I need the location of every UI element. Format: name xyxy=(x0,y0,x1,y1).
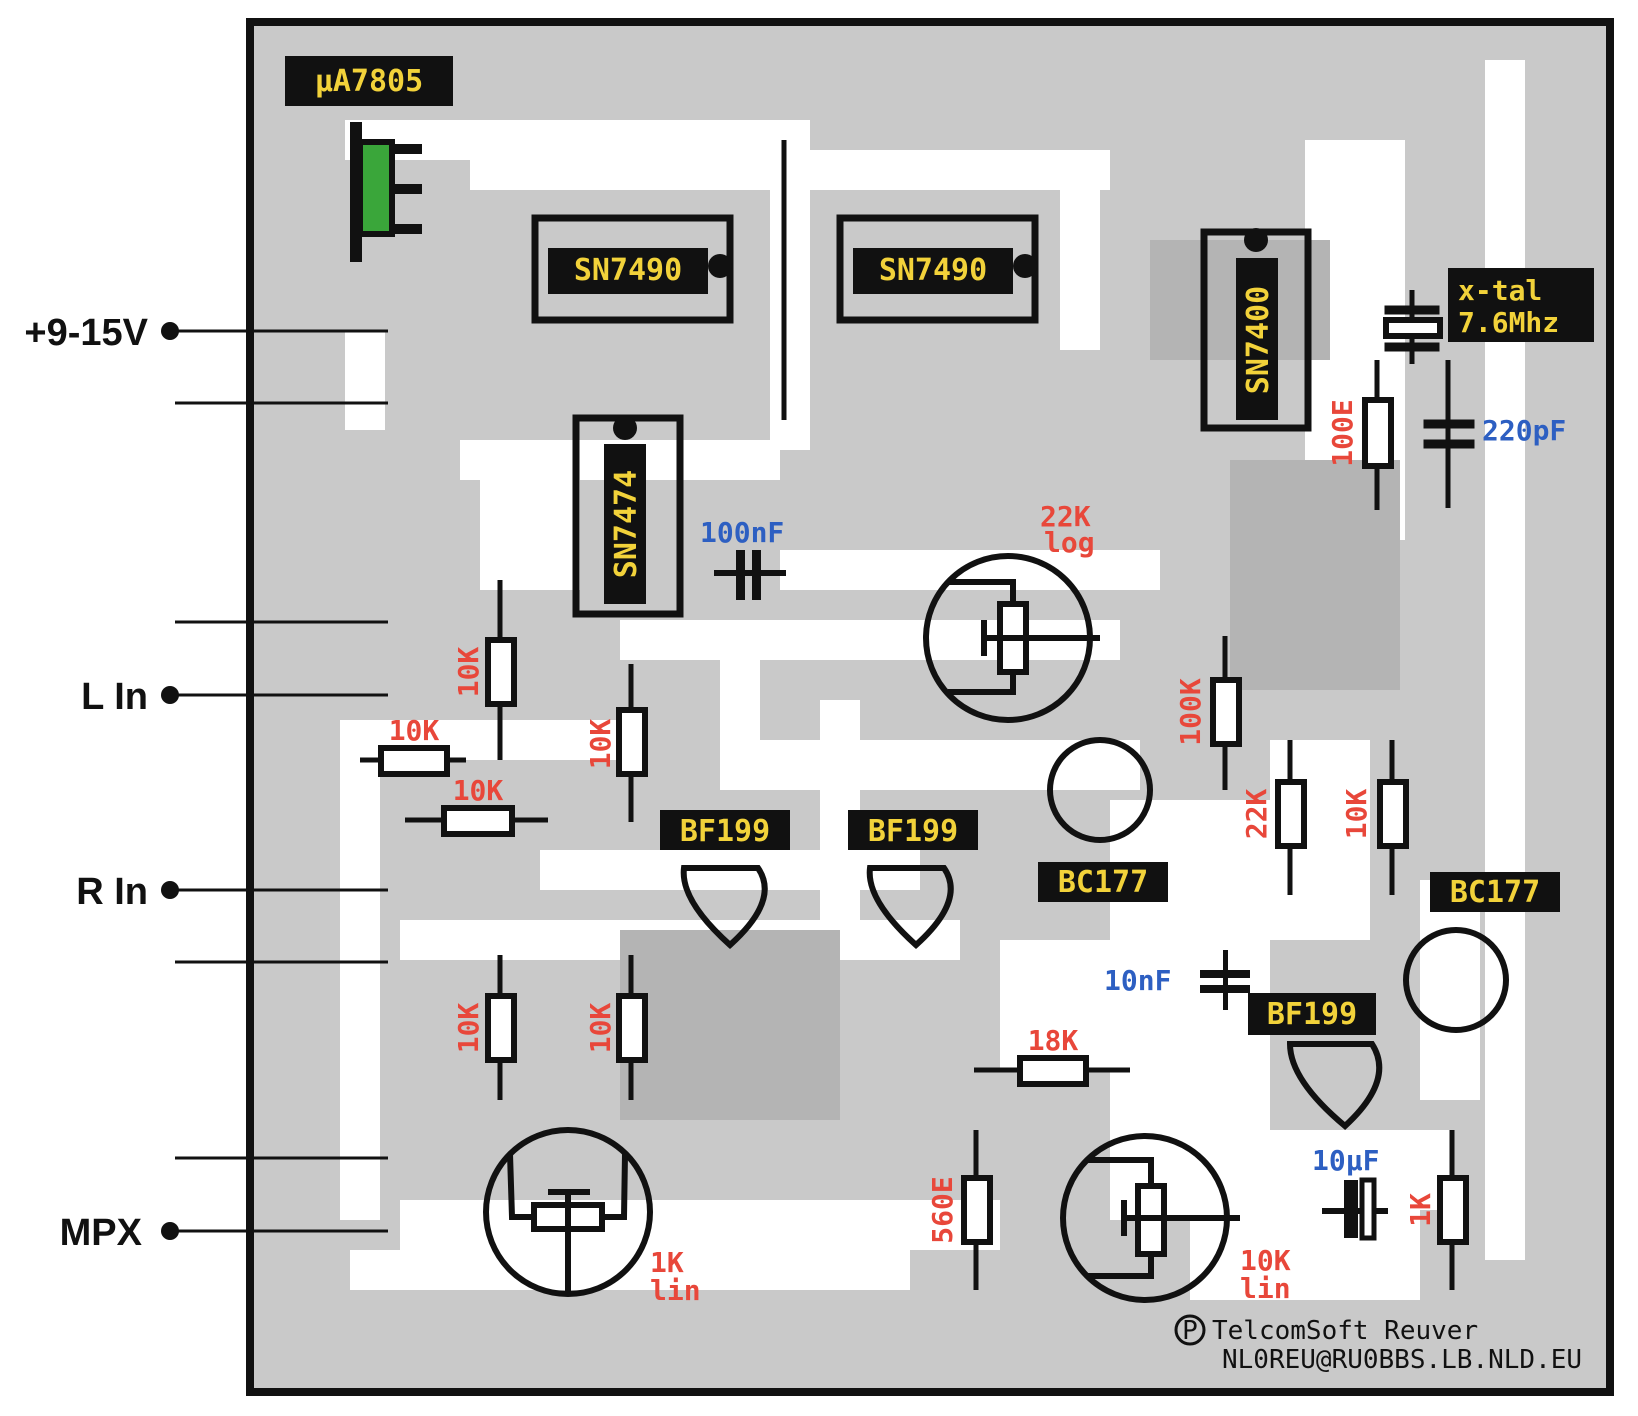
regulator-icon xyxy=(350,122,422,262)
bf199-a-label: BF199 xyxy=(680,814,770,849)
resistor-10k-g-label: 10K xyxy=(1340,789,1373,840)
transistor-bf199-c-icon[interactable] xyxy=(1286,1041,1383,1130)
resistor-100k-label: 100K xyxy=(1174,678,1207,746)
potentiometer-22k-log[interactable] xyxy=(923,553,1100,723)
resistor-10k-c-label: 10K xyxy=(389,714,440,747)
capacitor-220pf[interactable] xyxy=(1423,360,1475,508)
resistor-560e-label: 560E xyxy=(926,1176,959,1243)
resistor-560e[interactable] xyxy=(961,1130,993,1290)
capacitor-10nf[interactable] xyxy=(1200,950,1250,1010)
bf199-b-label: BF199 xyxy=(868,814,958,849)
resistor-10k-a-label: 10K xyxy=(452,647,485,698)
mpx-label: MPX xyxy=(60,1212,143,1254)
connector-lines xyxy=(170,329,388,1233)
capacitor-10uf[interactable] xyxy=(1322,1177,1388,1241)
transistor-bf199-b-icon[interactable] xyxy=(866,865,954,950)
bf199-a-label-bg xyxy=(660,810,790,850)
bc177-b-label-bg xyxy=(1430,872,1560,912)
resistor-10k-e[interactable] xyxy=(485,955,517,1100)
resistor-100e-label: 100E xyxy=(1326,399,1359,466)
bf199-c-label: BF199 xyxy=(1267,997,1357,1032)
resistor-22k[interactable] xyxy=(1275,740,1307,895)
resistor-10k-d[interactable] xyxy=(405,805,548,837)
crystal-label-line2: 7.6Mhz xyxy=(1458,306,1559,339)
ic-sn7400[interactable] xyxy=(1200,228,1312,432)
resistor-100e[interactable] xyxy=(1362,360,1394,510)
transistor-bc177-a-icon[interactable] xyxy=(1047,737,1153,843)
ic-sn7490-2-label: SN7490 xyxy=(879,253,987,288)
capacitor-220pf-label: 220pF xyxy=(1482,414,1566,447)
right-in-terminal-icon[interactable] xyxy=(161,881,179,899)
bc177-a-label: BC177 xyxy=(1058,865,1148,900)
resistor-10k-d-label: 10K xyxy=(453,774,504,807)
power-label: +9-15V xyxy=(24,312,148,354)
resistor-18k-label: 18K xyxy=(1028,1024,1079,1057)
pot-1k-type-label: lin xyxy=(650,1274,701,1307)
resistor-100k[interactable] xyxy=(1210,636,1242,790)
ic-sn7474-label: SN7474 xyxy=(609,470,644,578)
pot-1k-label: 1K xyxy=(650,1246,684,1279)
bf199-b-label-bg xyxy=(848,810,978,850)
copyright-symbol: P xyxy=(1182,1316,1198,1346)
resistor-10k-b[interactable] xyxy=(616,664,648,822)
crystal-icon xyxy=(1383,290,1443,364)
regulator-label: µA7805 xyxy=(315,64,423,99)
left-in-terminal-icon[interactable] xyxy=(161,686,179,704)
resistor-1k-label: 1K xyxy=(1404,1193,1437,1227)
ground-planes xyxy=(620,240,1400,1120)
copyright-symbol-icon xyxy=(1174,1314,1206,1346)
capacitor-100nf-label: 100nF xyxy=(700,516,784,549)
potentiometer-1k-lin[interactable] xyxy=(483,1127,653,1297)
transistor-bc177-b-icon[interactable] xyxy=(1403,927,1509,1033)
mpx-terminal-icon[interactable] xyxy=(161,1222,179,1240)
pot-22k-label: 22K xyxy=(1040,500,1091,533)
pot-10k-type-label: lin xyxy=(1240,1272,1291,1305)
resistor-10k-a[interactable] xyxy=(485,580,517,760)
ic-sn7400-label: SN7400 xyxy=(1241,286,1276,394)
regulator-label-bg xyxy=(285,56,453,106)
credits-line2: NL0REU@RU0BBS.LB.NLD.EU xyxy=(1222,1345,1582,1375)
right-in-label: R In xyxy=(76,871,148,913)
left-in-label: L In xyxy=(81,676,148,718)
resistor-10k-f-label: 10K xyxy=(584,1003,617,1054)
credits-line1: TelcomSoft Reuver xyxy=(1212,1316,1478,1346)
capacitor-100nf[interactable] xyxy=(714,550,786,600)
transistor-bf199-a-icon[interactable] xyxy=(680,865,768,950)
ic-sn7490-2[interactable] xyxy=(836,214,1039,324)
resistor-10k-e-label: 10K xyxy=(452,1003,485,1054)
ic-sn7490-1[interactable] xyxy=(531,214,734,324)
capacitor-10nf-label: 10nF xyxy=(1104,964,1171,997)
resistor-10k-c[interactable] xyxy=(360,745,466,777)
power-terminal-icon[interactable] xyxy=(161,322,179,340)
resistor-10k-f[interactable] xyxy=(616,955,648,1100)
resistor-10k-b-label: 10K xyxy=(584,719,617,770)
crystal-label-bg xyxy=(1448,268,1594,342)
resistor-18k[interactable] xyxy=(974,1055,1130,1087)
resistor-1k[interactable] xyxy=(1437,1130,1469,1290)
ic-sn7474[interactable] xyxy=(572,414,684,618)
resistor-22k-label: 22K xyxy=(1240,789,1273,840)
bf199-c-label-bg xyxy=(1248,993,1376,1035)
bc177-b-label: BC177 xyxy=(1450,875,1540,910)
potentiometer-10k-lin[interactable] xyxy=(1060,1133,1240,1303)
crystal-label-line1: x-tal xyxy=(1458,274,1542,307)
pot-22k-type-label: log xyxy=(1044,526,1095,559)
resistor-10k-g[interactable] xyxy=(1377,740,1409,895)
bc177-a-label-bg xyxy=(1038,862,1168,902)
capacitor-10uf-label: 10µF xyxy=(1312,1144,1379,1177)
ic-sn7490-1-label: SN7490 xyxy=(574,253,682,288)
pot-10k-label: 10K xyxy=(1240,1244,1291,1277)
